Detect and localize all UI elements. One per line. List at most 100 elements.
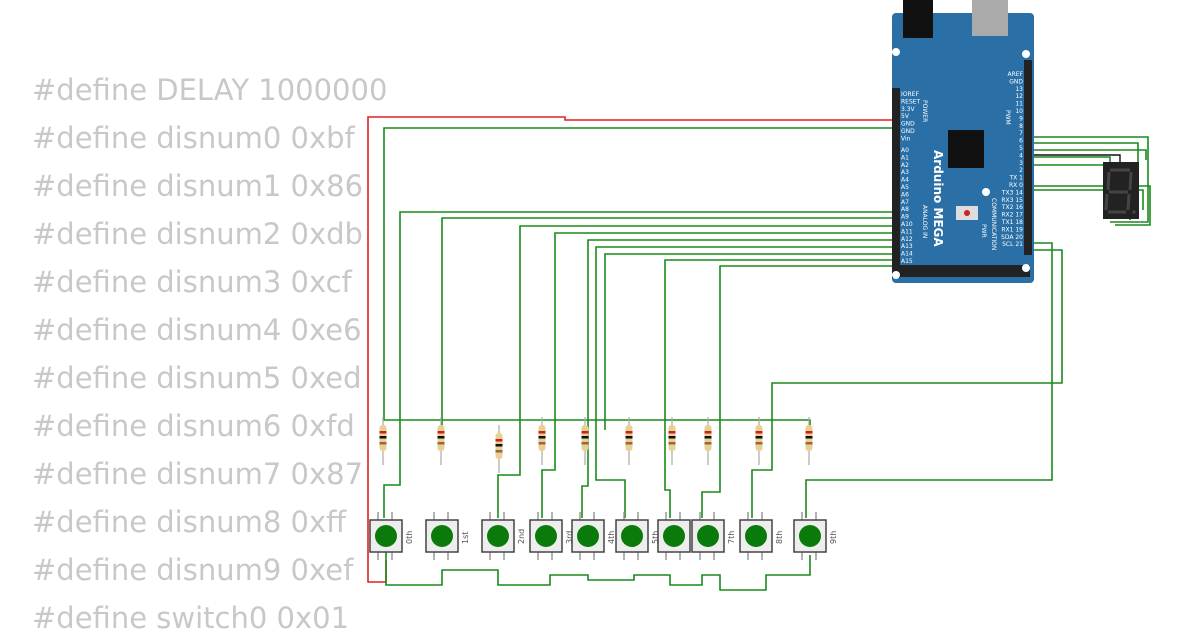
pin-label: RX3 15 bbox=[1001, 197, 1023, 204]
pin-label: A9 bbox=[901, 214, 909, 221]
push-button[interactable] bbox=[571, 512, 605, 560]
wire[interactable] bbox=[385, 550, 811, 591]
push-button[interactable] bbox=[793, 512, 827, 560]
pin-label: 12 bbox=[1015, 93, 1023, 100]
mount-hole bbox=[892, 271, 900, 279]
pin-label: 13 bbox=[1015, 86, 1023, 93]
button-cap[interactable] bbox=[663, 525, 685, 547]
resistor[interactable] bbox=[625, 417, 633, 465]
pin-label: A4 bbox=[901, 177, 909, 184]
button-cap[interactable] bbox=[431, 525, 453, 547]
pin-label: IOREF bbox=[901, 91, 919, 98]
pin-label: A15 bbox=[901, 258, 913, 265]
resistor[interactable] bbox=[581, 417, 589, 465]
wire[interactable] bbox=[441, 217, 900, 430]
push-button[interactable] bbox=[615, 512, 649, 560]
resistor[interactable] bbox=[755, 417, 763, 465]
button-cap[interactable] bbox=[621, 525, 643, 547]
wire[interactable] bbox=[805, 242, 1053, 518]
pin-label: A3 bbox=[901, 169, 909, 176]
push-button[interactable] bbox=[529, 512, 563, 560]
pin-label: A2 bbox=[901, 162, 909, 169]
pwr-label: PWR bbox=[980, 224, 987, 238]
wire[interactable] bbox=[581, 239, 900, 518]
push-button[interactable] bbox=[425, 512, 459, 560]
button-cap[interactable] bbox=[535, 525, 557, 547]
analog-label: ANALOG IN bbox=[921, 205, 928, 238]
button-label: 7th bbox=[727, 531, 736, 544]
code-line: #define disnum9 0xef bbox=[32, 553, 354, 587]
decimal-point bbox=[1132, 210, 1136, 214]
push-button[interactable] bbox=[657, 512, 691, 560]
code-line: #define disnum2 0xdb bbox=[32, 217, 363, 251]
resistor[interactable] bbox=[495, 425, 503, 473]
button-cap[interactable] bbox=[697, 525, 719, 547]
wire[interactable] bbox=[664, 259, 900, 518]
button-label: 0th bbox=[405, 531, 414, 544]
code-line: #define disnum7 0x87 bbox=[32, 457, 364, 491]
pin-label: Vin bbox=[901, 135, 911, 142]
resistor[interactable] bbox=[538, 417, 546, 465]
chip bbox=[948, 130, 984, 168]
pin-label: 2 bbox=[1019, 167, 1023, 174]
pin-label: TX 1 bbox=[1009, 175, 1024, 182]
pin-label: 5 bbox=[1019, 145, 1023, 152]
button-cap[interactable] bbox=[745, 525, 767, 547]
pin-label: A5 bbox=[901, 184, 909, 191]
pin-label: RESET bbox=[901, 98, 921, 105]
seven-segment-display[interactable] bbox=[1103, 162, 1139, 219]
pin-label: TX2 16 bbox=[1001, 204, 1023, 211]
wire[interactable] bbox=[383, 211, 900, 518]
segment bbox=[1128, 171, 1133, 191]
pin-label: SDA 20 bbox=[1001, 234, 1023, 241]
resistor[interactable] bbox=[379, 417, 387, 465]
code-line: #define disnum8 0xff bbox=[32, 505, 347, 539]
pin-label: GND bbox=[901, 128, 915, 135]
resistor[interactable] bbox=[805, 417, 813, 465]
button-cap[interactable] bbox=[577, 525, 599, 547]
power-jack bbox=[903, 0, 933, 38]
pin-label: RX 0 bbox=[1009, 182, 1023, 189]
pin-label: 8 bbox=[1019, 123, 1023, 130]
push-button[interactable] bbox=[481, 512, 515, 560]
button-cap[interactable] bbox=[799, 525, 821, 547]
bottom-header bbox=[900, 265, 1030, 277]
wire[interactable] bbox=[541, 232, 900, 518]
code-line: #define disnum1 0x86 bbox=[32, 169, 364, 203]
pin-label: A14 bbox=[901, 251, 913, 258]
segment bbox=[1104, 193, 1109, 211]
code-line: #define disnum4 0xe6 bbox=[32, 313, 362, 347]
usb-port bbox=[972, 0, 1008, 36]
pin-label: A13 bbox=[901, 243, 913, 250]
pin-label: 10 bbox=[1015, 108, 1023, 115]
resistor[interactable] bbox=[668, 417, 676, 465]
code-line: #define DELAY 1000000 bbox=[32, 73, 388, 107]
pin-label: A8 bbox=[901, 206, 909, 213]
wire[interactable] bbox=[701, 265, 900, 518]
pin-label: A7 bbox=[901, 199, 909, 206]
button-cap[interactable] bbox=[487, 525, 509, 547]
wire[interactable] bbox=[595, 246, 900, 518]
pin-label: A12 bbox=[901, 236, 913, 243]
resistor[interactable] bbox=[437, 417, 445, 465]
resistors bbox=[379, 417, 813, 473]
pin-label: 7 bbox=[1019, 130, 1023, 137]
push-button[interactable] bbox=[691, 512, 725, 560]
pin-label: AREF bbox=[1007, 71, 1023, 78]
wire[interactable] bbox=[751, 249, 1063, 518]
mount-hole bbox=[892, 48, 900, 56]
push-button[interactable] bbox=[369, 512, 403, 560]
wire[interactable] bbox=[383, 127, 900, 430]
pin-label: A6 bbox=[901, 191, 909, 198]
pin-label: RX1 19 bbox=[1001, 226, 1023, 233]
pin-label: TX1 18 bbox=[1001, 219, 1023, 226]
wire[interactable] bbox=[604, 253, 900, 430]
wire[interactable] bbox=[497, 225, 900, 518]
circuit-group: Arduino MEGAIOREFRESET3.3V5VGNDGNDVinA0A… bbox=[367, 0, 1151, 591]
arduino-mega-board[interactable]: Arduino MEGAIOREFRESET3.3V5VGNDGNDVinA0A… bbox=[892, 0, 1034, 283]
right-header bbox=[1024, 60, 1032, 255]
resistor[interactable] bbox=[704, 417, 712, 465]
push-button[interactable] bbox=[739, 512, 773, 560]
button-cap[interactable] bbox=[375, 525, 397, 547]
